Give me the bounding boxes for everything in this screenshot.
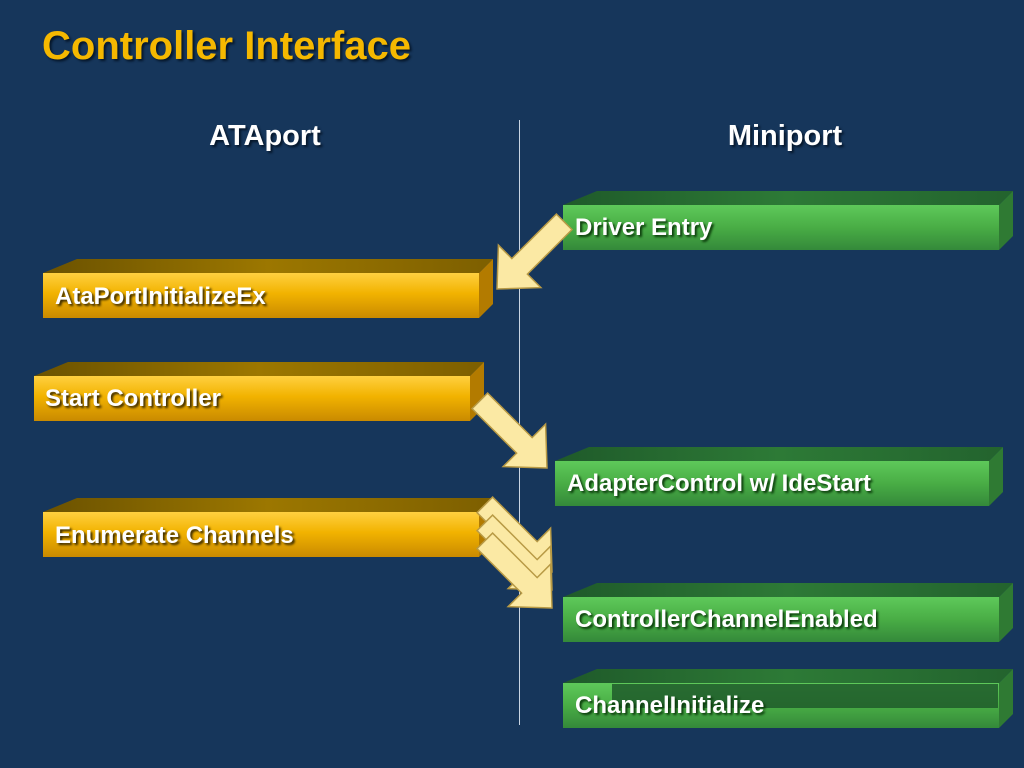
label-channel-initialize: ChannelInitialize xyxy=(575,692,765,719)
box-adapter-control xyxy=(555,447,1003,506)
label-ataport-initialize-ex: AtaPortInitializeEx xyxy=(55,283,266,310)
column-divider xyxy=(519,120,520,725)
arrow-enumerate-channels-to-controller-channel-enabled xyxy=(475,495,553,609)
box-driver-entry xyxy=(563,191,1013,250)
box-ataport-initialize-ex xyxy=(43,259,493,318)
label-start-controller: Start Controller xyxy=(45,385,222,412)
box-start-controller xyxy=(34,362,484,421)
label-adapter-control: AdapterControl w/ IdeStart xyxy=(567,470,872,497)
arrow-start-controller-to-adapter-control xyxy=(470,391,548,469)
label-driver-entry: Driver Entry xyxy=(575,214,713,241)
arrow-driver-entry-to-ataport-initialize-ex xyxy=(496,212,574,290)
box-channel-initialize xyxy=(563,669,1013,728)
column-header-ataport: ATAport xyxy=(209,120,321,152)
label-controller-channel-enabled: ControllerChannelEnabled xyxy=(575,606,878,633)
box-controller-channel-enabled xyxy=(563,583,1013,642)
label-enumerate-channels: Enumerate Channels xyxy=(55,522,294,549)
slide-title: Controller Interface xyxy=(42,24,411,68)
column-header-miniport: Miniport xyxy=(727,120,843,152)
